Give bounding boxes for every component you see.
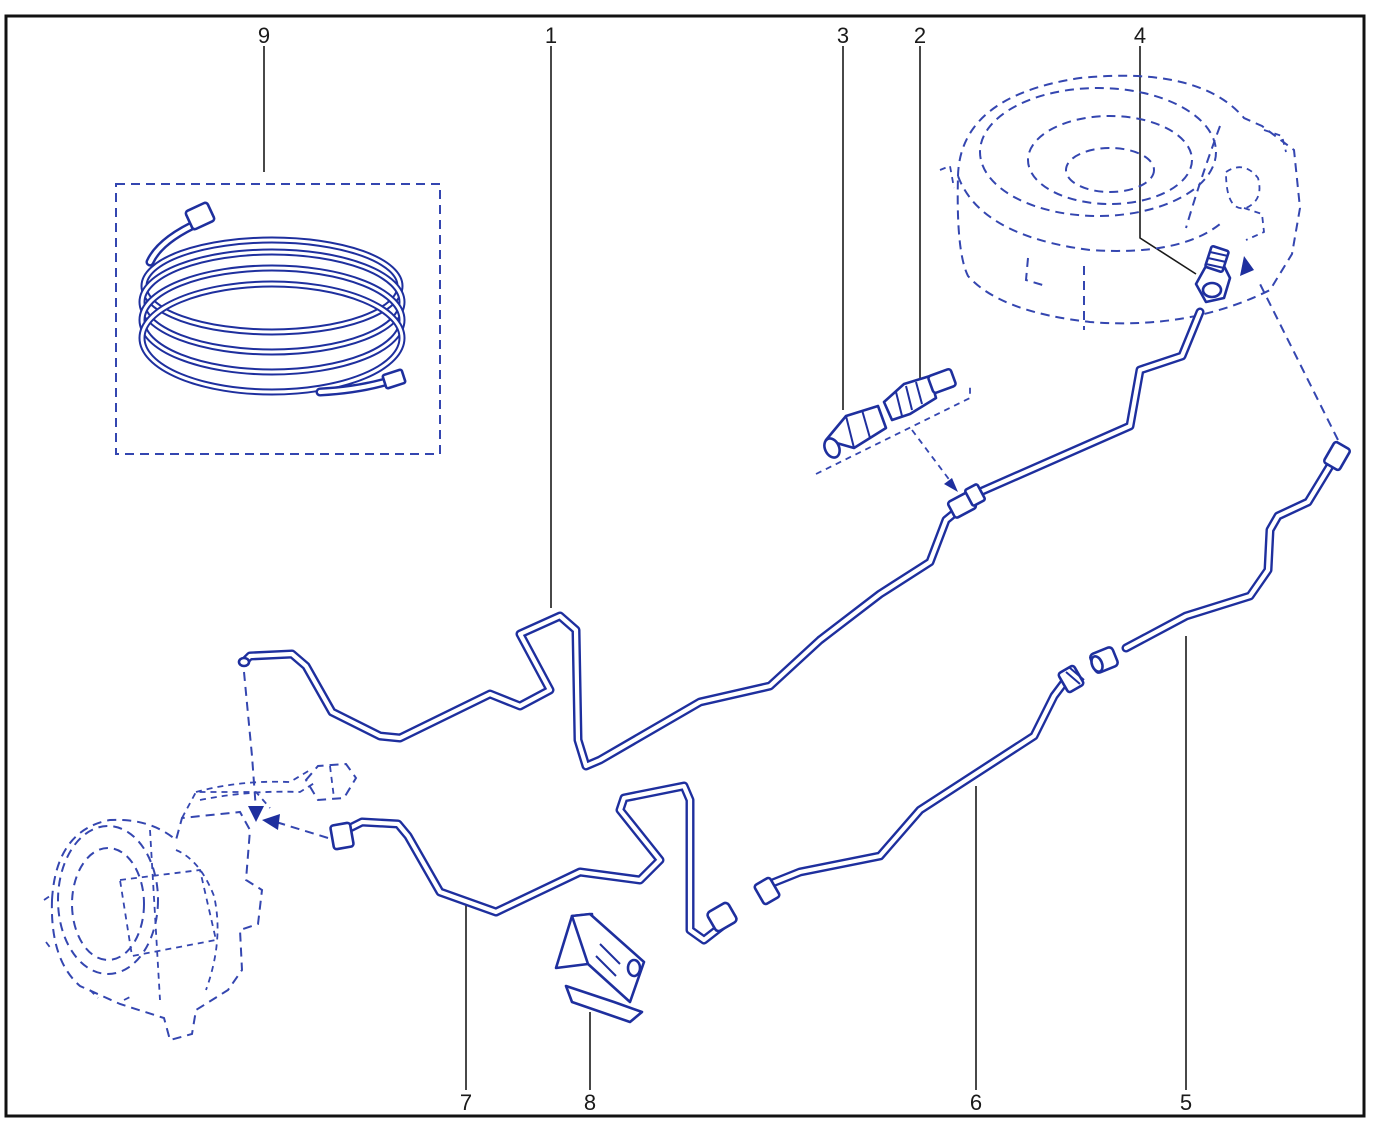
coil-end-fitting <box>381 368 407 390</box>
part-2-3-fittings <box>815 367 971 492</box>
fitting-insert-line <box>911 429 955 487</box>
callout-8: 8 <box>584 1090 596 1115</box>
compressor-connector <box>304 762 358 802</box>
pipe-6-bottom-fitting <box>753 876 781 906</box>
part-8-clip <box>554 912 646 1024</box>
part-7-pipe <box>329 781 738 945</box>
callout-1: 1 <box>545 23 557 48</box>
pipe-5-top-nut <box>1323 440 1351 472</box>
part-4-connector <box>1194 244 1232 304</box>
leader-lines <box>263 46 1197 1090</box>
coil-dashed-box <box>115 183 441 455</box>
compressor-dashed <box>43 769 317 1042</box>
callout-3: 3 <box>837 23 849 48</box>
callout-9: 9 <box>258 23 270 48</box>
part-9-pipe-coil <box>115 183 441 455</box>
pipe-1-end <box>237 656 251 668</box>
fittings-base-line <box>815 384 971 475</box>
callout-2: 2 <box>914 23 926 48</box>
part-1-pipe <box>237 307 1205 771</box>
part-5-pipe <box>1089 440 1351 674</box>
coil-end-nut <box>184 201 216 231</box>
callout-6: 6 <box>970 1090 982 1115</box>
part-3-nut <box>823 404 888 459</box>
callout-4: 4 <box>1134 23 1146 48</box>
leader-4 <box>1139 46 1197 275</box>
part-6-pipe <box>753 664 1085 906</box>
condenser-unit-dashed <box>939 74 1302 330</box>
pipe-7-right-nut <box>706 901 738 933</box>
pipe-7-connect-line <box>275 821 329 839</box>
callout-5: 5 <box>1180 1090 1192 1115</box>
callout-labels: 9 1 3 2 4 5 6 7 8 <box>258 23 1192 1115</box>
pipe-7-left-fitting <box>329 821 355 851</box>
diagram-frame <box>4 14 1366 1118</box>
part-2-union <box>882 367 957 422</box>
callout-7: 7 <box>460 1090 472 1115</box>
